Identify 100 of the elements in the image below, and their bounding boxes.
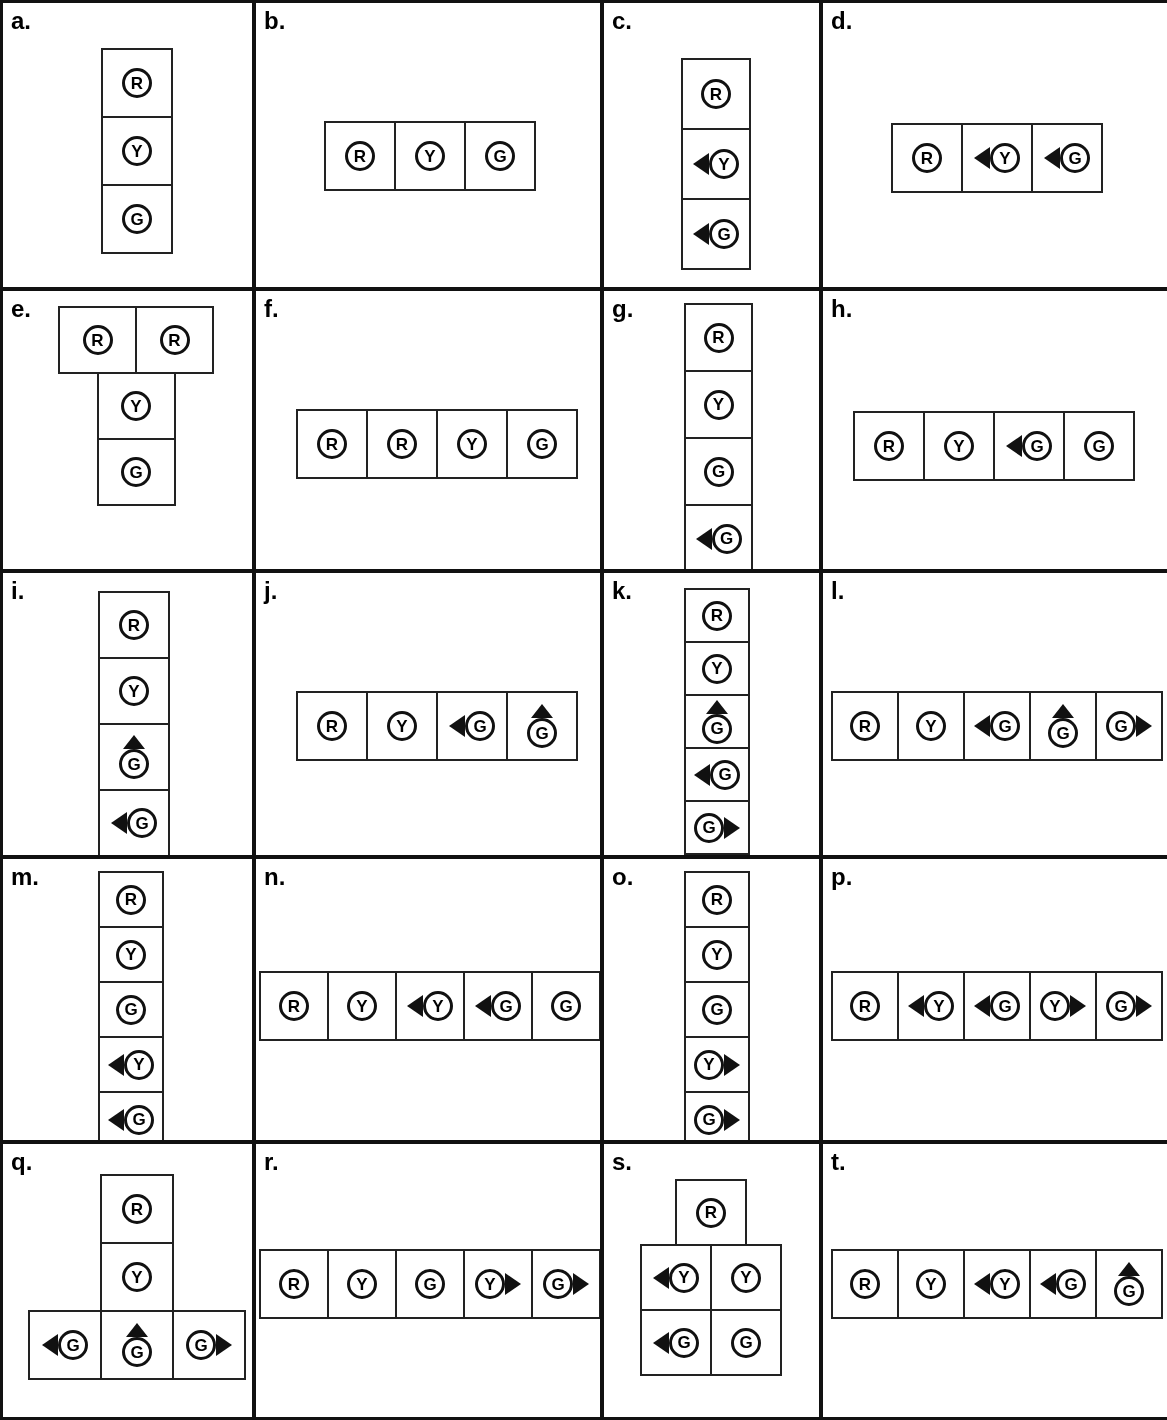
signal-lens: G xyxy=(415,1269,445,1299)
signal-lens: Y xyxy=(122,136,152,166)
signal-cell xyxy=(135,306,214,374)
panel-letter: p. xyxy=(831,863,853,891)
panel xyxy=(0,570,255,858)
panel xyxy=(820,0,1167,290)
signal-lens: G xyxy=(116,994,146,1025)
signal-lens: R xyxy=(850,1269,880,1299)
signal-lens: Y xyxy=(347,991,377,1021)
signal-lens: Y xyxy=(944,431,974,461)
signal-lens: Y xyxy=(702,939,732,970)
signal-cell xyxy=(98,657,170,725)
signal-lens: R xyxy=(696,1197,726,1228)
panel-letter: b. xyxy=(264,7,286,35)
signal-lens: R xyxy=(850,711,880,741)
signal-cell xyxy=(897,971,965,1041)
arrow-icon xyxy=(531,704,553,718)
panel-letter: r. xyxy=(264,1148,279,1176)
signal-lens: Y xyxy=(121,391,151,421)
signal-cell xyxy=(463,971,533,1041)
panel xyxy=(253,1141,603,1420)
panel-letter: s. xyxy=(612,1148,632,1176)
panel-letter: j. xyxy=(264,577,278,605)
arrow-icon xyxy=(974,715,990,737)
arrow-icon xyxy=(724,816,740,839)
signal-lens: Y xyxy=(387,711,417,741)
arrow-icon xyxy=(974,995,990,1017)
signal-lens: R xyxy=(702,600,732,631)
signal-lens: R xyxy=(119,610,149,640)
panel xyxy=(0,856,255,1143)
panel xyxy=(0,1141,255,1420)
signal-cell xyxy=(684,1036,750,1093)
arrow-icon xyxy=(42,1334,58,1356)
signal-cell xyxy=(684,588,750,643)
signal-cell xyxy=(1095,691,1163,761)
signal-cell xyxy=(98,723,170,791)
panel-letter: f. xyxy=(264,295,279,323)
signal-cell xyxy=(101,48,173,118)
panel-letter: g. xyxy=(612,295,634,323)
signal-cell xyxy=(464,121,536,191)
signal-cell xyxy=(100,1174,174,1244)
signal-cell xyxy=(684,981,750,1038)
arrow-icon xyxy=(475,995,491,1017)
signal-cell xyxy=(963,691,1031,761)
signal-cell xyxy=(327,1249,397,1319)
arrow-icon xyxy=(123,735,145,749)
signal-lens: G xyxy=(551,991,581,1021)
signal-lens: G xyxy=(527,429,557,459)
signal-cell xyxy=(463,1249,533,1319)
panel xyxy=(601,0,822,290)
signal-cell xyxy=(853,411,925,481)
signal-cell xyxy=(395,1249,465,1319)
signal-cell xyxy=(436,691,508,761)
panel-letter: i. xyxy=(11,577,25,605)
signal-cell xyxy=(58,306,137,374)
signal-cell xyxy=(1029,691,1097,761)
signal-cell xyxy=(1029,971,1097,1041)
signal-cell xyxy=(98,591,170,659)
signal-cell xyxy=(831,691,899,761)
signal-cell xyxy=(640,1309,712,1376)
panel xyxy=(601,288,822,572)
signal-cell xyxy=(710,1309,782,1376)
panel-letter: k. xyxy=(612,577,632,605)
arrow-icon xyxy=(974,1273,990,1295)
signal-lens: R xyxy=(122,1194,152,1224)
signal-cell xyxy=(506,409,578,479)
panel xyxy=(601,856,822,1143)
signal-cell xyxy=(366,691,438,761)
signal-lens: G xyxy=(122,204,152,234)
signal-cell xyxy=(98,1036,164,1093)
signal-lens: Y xyxy=(702,653,732,684)
signal-cell xyxy=(684,747,750,802)
signal-cell xyxy=(101,184,173,254)
panel-letter: n. xyxy=(264,863,286,891)
signal-cell xyxy=(684,871,750,928)
signal-cell xyxy=(963,1249,1031,1319)
signal-lens: R xyxy=(82,325,113,355)
arrow-icon xyxy=(1070,995,1086,1017)
panel xyxy=(601,1141,822,1420)
arrow-icon xyxy=(1044,147,1060,169)
signal-lens: G xyxy=(485,141,515,171)
signal-lens: R xyxy=(279,1269,309,1299)
panel xyxy=(0,288,255,572)
panel xyxy=(820,288,1167,572)
signal-cell xyxy=(98,789,170,855)
signal-cell xyxy=(98,1091,164,1140)
signal-cell xyxy=(96,372,176,440)
signal-cell xyxy=(684,694,750,749)
arrow-icon xyxy=(1136,995,1152,1017)
arrow-icon xyxy=(407,995,423,1017)
signal-cell xyxy=(681,198,751,270)
signal-cell xyxy=(531,971,600,1041)
signal-lens: R xyxy=(122,68,152,98)
signal-lens: Y xyxy=(347,1269,377,1299)
signal-cell xyxy=(681,58,751,130)
signal-cell xyxy=(172,1310,246,1380)
panel-letter: l. xyxy=(831,577,845,605)
arrow-icon xyxy=(573,1273,589,1295)
panel-letter: e. xyxy=(11,295,31,323)
panel xyxy=(253,570,603,858)
